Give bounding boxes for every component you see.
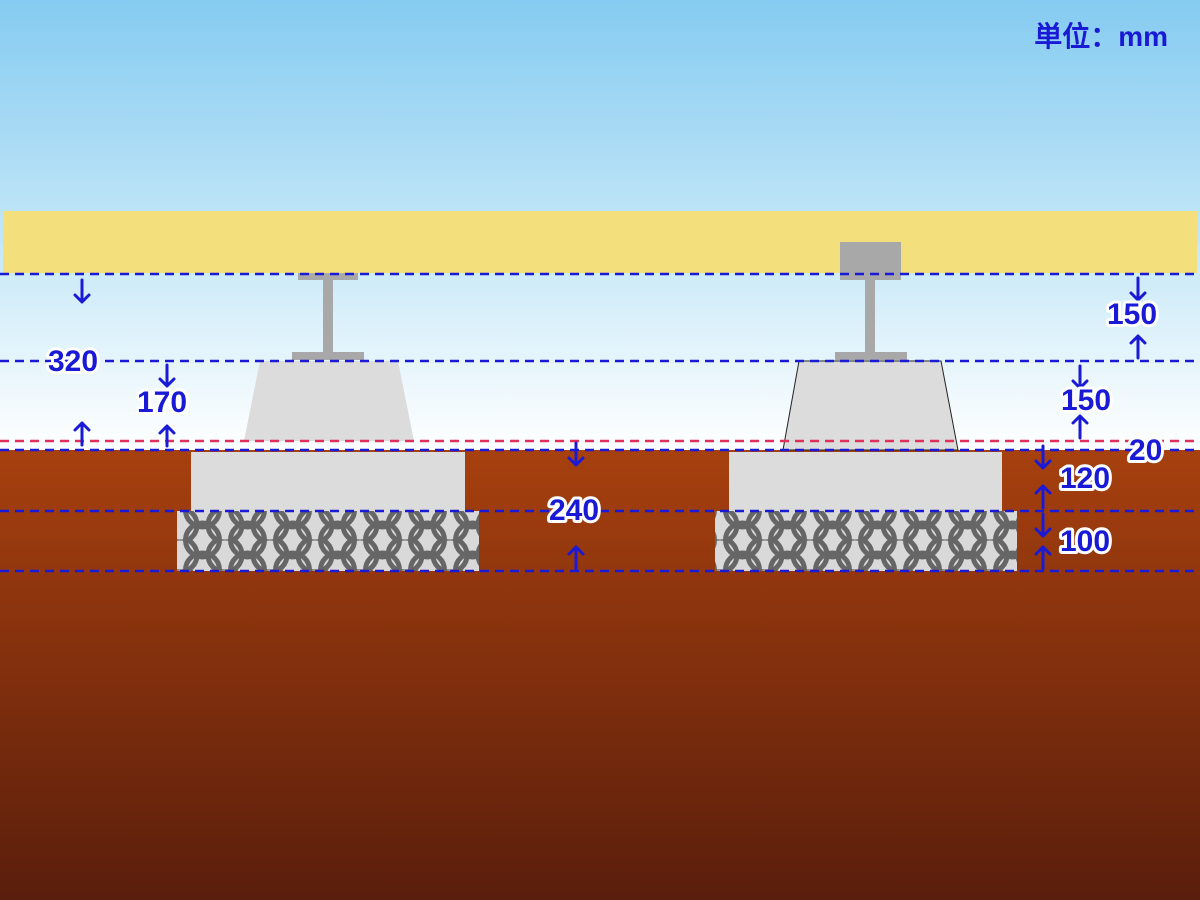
dim-label-100: 100 <box>1060 525 1110 558</box>
arrow-down-icon <box>73 278 91 304</box>
arrow-up-icon <box>1129 334 1147 360</box>
arrow-up-icon <box>567 545 585 571</box>
left-concrete-pad <box>244 361 414 441</box>
dim-label-320: 320 <box>48 345 98 378</box>
right-gravel-base <box>715 511 1017 571</box>
arrow-down-icon <box>1129 276 1147 302</box>
dim-label-120: 120 <box>1060 462 1110 495</box>
arrow-down-icon <box>1034 444 1052 470</box>
left-footing <box>191 452 465 511</box>
arrow-up-icon <box>158 424 176 448</box>
unit-label: 単位：mm <box>1034 20 1168 52</box>
left-gravel-base <box>177 511 479 571</box>
right-footing <box>729 452 1002 511</box>
left-steel-post <box>292 273 364 360</box>
dim-label-20: 20 <box>1129 434 1162 467</box>
arrow-up-icon <box>73 421 91 447</box>
arrow-up-icon <box>1034 484 1052 510</box>
arrow-down-icon <box>158 363 176 388</box>
right-concrete-pad <box>782 360 959 451</box>
dim-label-240: 240 <box>549 494 599 527</box>
dimension-lines <box>0 272 1200 573</box>
dim-label-150-upper: 150 <box>1107 298 1157 331</box>
floor-deck <box>3 211 1197 273</box>
arrow-down-icon <box>1034 512 1052 538</box>
dim-label-170: 170 <box>137 386 187 419</box>
arrow-up-icon <box>1034 545 1052 571</box>
arrow-down-icon <box>567 441 585 467</box>
dimension-arrows <box>73 276 1147 571</box>
arrow-up-icon <box>1071 414 1089 440</box>
arrow-down-icon <box>1071 364 1089 390</box>
dim-label-150-lower: 150 <box>1061 384 1111 417</box>
